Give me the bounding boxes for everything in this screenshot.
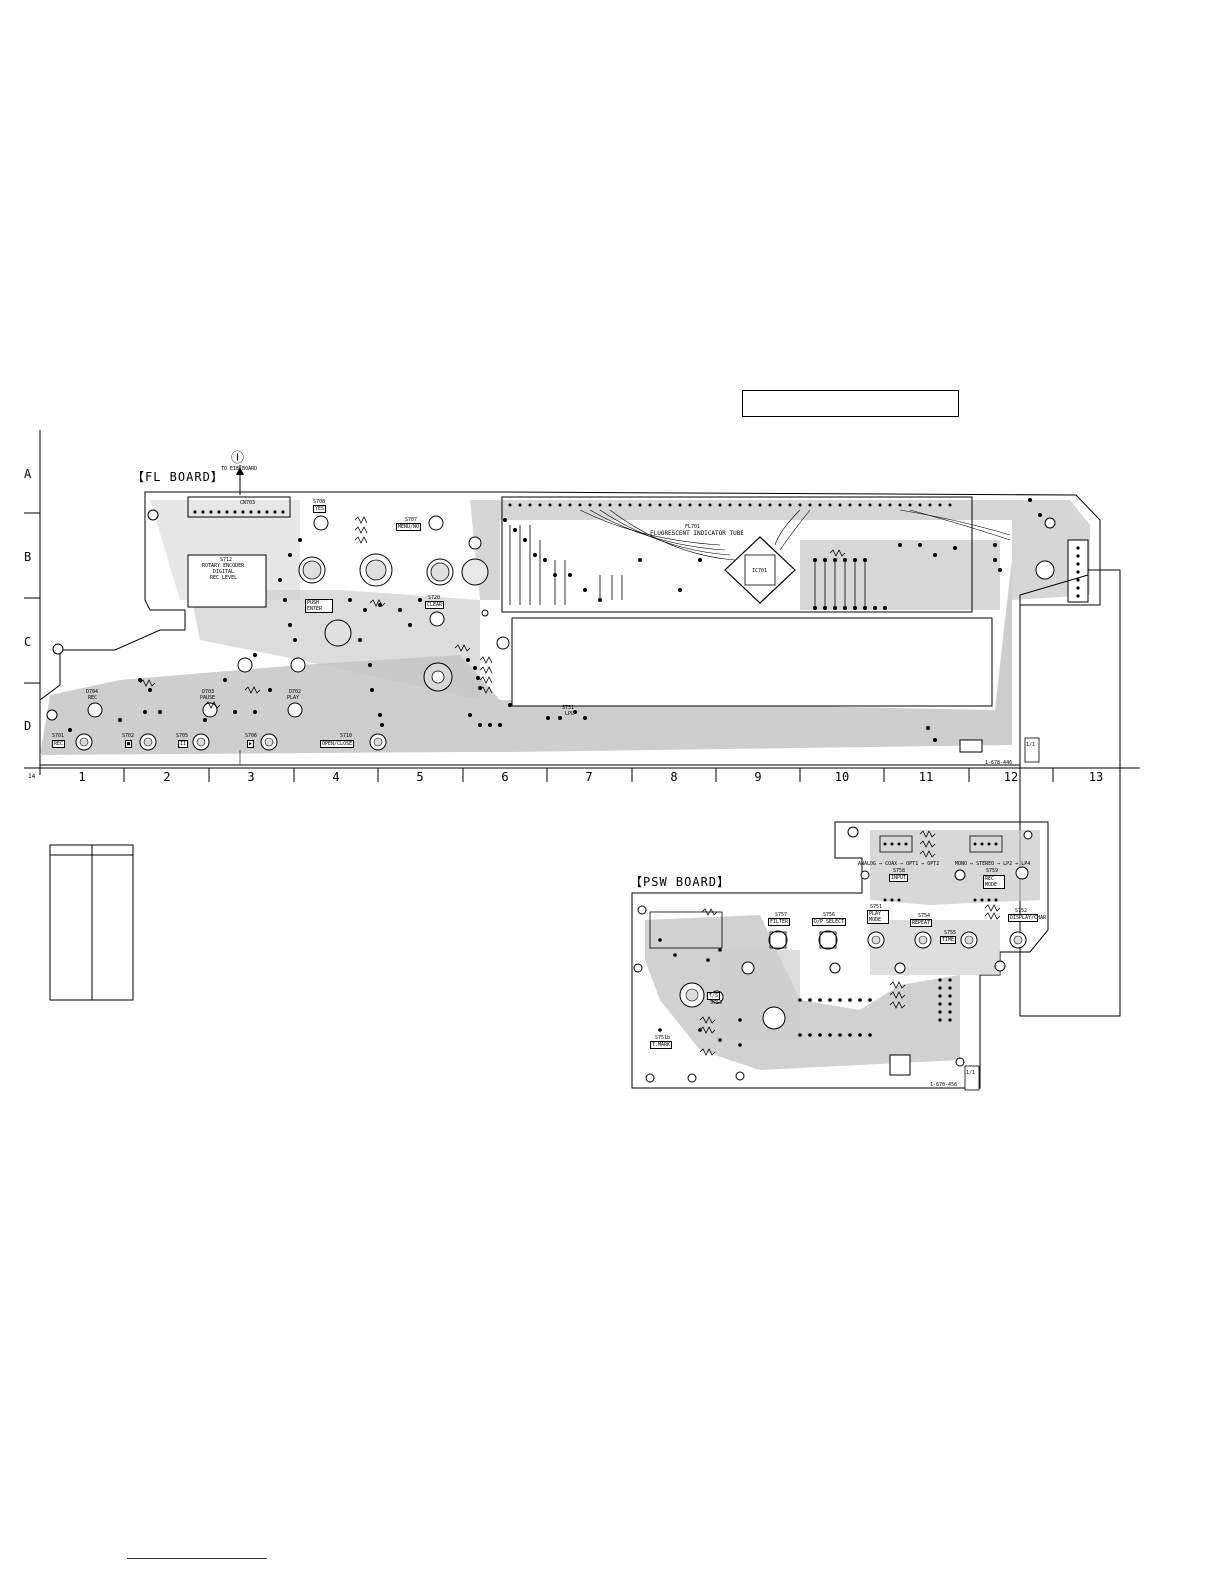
s705-ref: S705 — [176, 733, 189, 739]
col-label-11: 11 — [918, 770, 934, 784]
s757-ref: S757 — [775, 912, 788, 918]
col-label-2: 2 — [163, 770, 171, 784]
row-label-b: B — [24, 550, 32, 564]
header-box — [742, 390, 959, 417]
encoder-ref: S712 — [220, 557, 233, 563]
s708-ref: S708 — [313, 499, 326, 505]
tube-label: FLUORESCENT INDICATOR TUBE — [650, 530, 744, 537]
s754-ref: S754 — [918, 913, 931, 919]
s754-name: REPEAT — [910, 919, 933, 927]
encoder-label-3: REC LEVEL — [210, 575, 238, 581]
col-label-7: 7 — [585, 770, 593, 784]
s701-ref: S701 — [52, 733, 65, 739]
col-label-12: 12 — [1003, 770, 1019, 784]
d704-ref: D704 — [86, 689, 99, 695]
d703-ref: D703 — [202, 689, 215, 695]
col-label-3: 3 — [247, 770, 255, 784]
s758-ref: S758 — [893, 868, 906, 874]
psw-part-number: 1-678-456 — [930, 1082, 958, 1088]
s702-name: ■ — [125, 740, 133, 748]
s752-name: DISPLAY/CHAR — [1008, 914, 1047, 922]
s711-name: PUSH ENTER — [305, 599, 333, 613]
connector-marker: Ⓘ — [231, 451, 245, 466]
s755-ref: S755 — [944, 930, 957, 936]
d704-name: REC — [88, 695, 98, 701]
s751-ref: S751 — [870, 904, 883, 910]
s751b-name: T.MARK — [650, 1041, 673, 1049]
d702-ref: D702 — [289, 689, 302, 695]
grid-corner: 14 — [28, 773, 36, 780]
footer-rule — [127, 1558, 267, 1559]
s755-name: TIME — [940, 936, 957, 944]
stereo-modes: MONO ⇔ STEREO ⇔ LP2 ⇔ LP4 — [955, 861, 1031, 867]
s707-ref: S707 — [405, 517, 418, 523]
s753-ref: S753 — [710, 1000, 723, 1006]
psw-side-label: 1/1 — [966, 1070, 976, 1076]
ic701-label: IC701 — [752, 568, 768, 574]
fl-side-label: 1/1 — [1026, 742, 1036, 748]
cn703-label: CN703 — [240, 500, 256, 506]
psw-board-title: 【PSW BOARD】 — [630, 875, 731, 889]
s710-name: OPEN/CLOSE — [320, 740, 355, 748]
s720-name: CLEAR — [425, 601, 445, 609]
s705-name: II — [178, 740, 189, 748]
input-modes: ANALOG ⇔ COAX ⇔ OPT1 ⇔ OPT2 — [858, 861, 940, 867]
s759-name: REC MODE — [983, 875, 1005, 889]
encoder-label-2: DIGITAL — [213, 569, 235, 575]
col-label-4: 4 — [332, 770, 340, 784]
s710-ref: S710 — [340, 733, 353, 739]
encoder-label-1: ROTARY ENCODER — [202, 563, 245, 569]
col-label-8: 8 — [670, 770, 678, 784]
s702-ref: S702 — [122, 733, 135, 739]
s753-name: T/S — [707, 992, 721, 1000]
s751-name: PLAY MODE — [867, 910, 889, 924]
col-label-9: 9 — [754, 770, 762, 784]
col-label-5: 5 — [416, 770, 424, 784]
s759-ref: S759 — [986, 868, 999, 874]
s707-name: MENU/NO — [396, 523, 422, 531]
s756-ref: S756 — [823, 912, 836, 918]
s701-name: REC — [52, 740, 66, 748]
s751b-ref: S751b — [655, 1035, 671, 1041]
s752-ref: S752 — [1015, 908, 1028, 914]
s706-name: ▶ — [247, 740, 255, 748]
fl-part-number: 1-678-446 — [985, 760, 1013, 766]
s731-ref: S731 — [562, 705, 575, 711]
col-label-1: 1 — [78, 770, 86, 784]
col-label-10: 10 — [834, 770, 850, 784]
d702-name: PLAY — [287, 695, 300, 701]
s758-name: INPUT — [889, 874, 909, 882]
col-label-6: 6 — [501, 770, 509, 784]
s756-name: D/P SELECT — [812, 918, 847, 926]
row-label-d: D — [24, 719, 32, 733]
d703-name: PAUSE — [200, 695, 216, 701]
s708-name: YES — [313, 505, 327, 513]
row-label-c: C — [24, 635, 32, 649]
s706-ref: S706 — [245, 733, 258, 739]
row-label-a: A — [24, 467, 32, 481]
fl701-label: FL701 — [685, 524, 701, 530]
s757-name: FILTER — [768, 918, 791, 926]
s720-ref: S720 — [428, 595, 441, 601]
s731-name: LPL — [565, 711, 575, 717]
fl-board-title: 【FL BOARD】 — [132, 470, 224, 484]
col-label-13: 13 — [1088, 770, 1104, 784]
connector-note: TO EIB BOARD — [221, 466, 258, 472]
